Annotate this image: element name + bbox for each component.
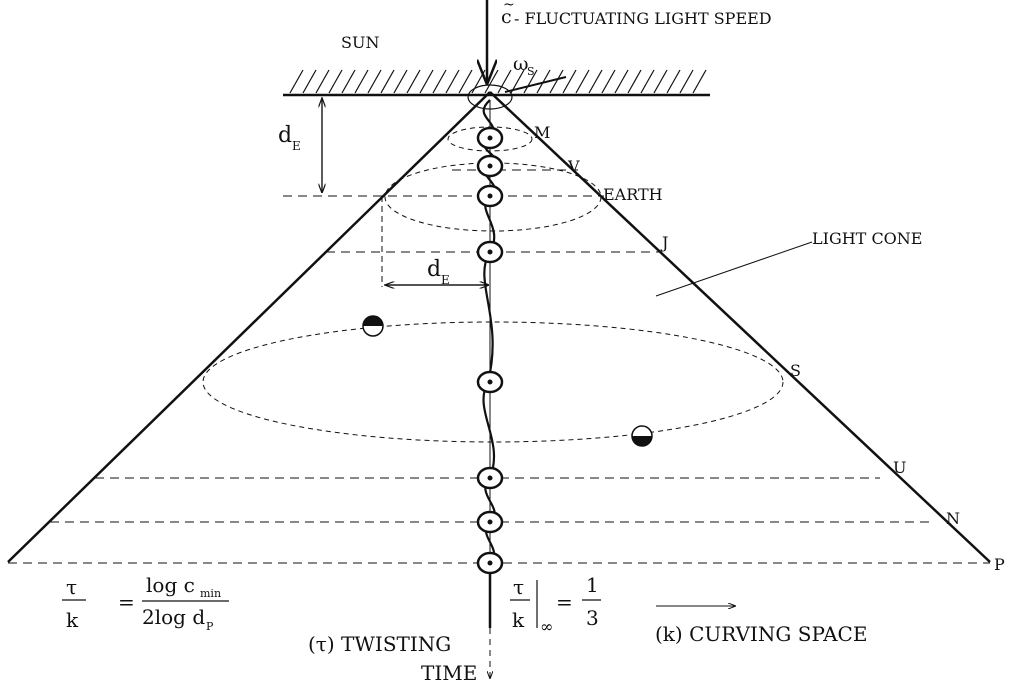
svg-text:ω: ω: [513, 53, 529, 75]
light-cone-pointer: [655, 241, 813, 297]
svg-text:=: =: [556, 590, 573, 614]
formula-right: τ k ∞ = 1 3: [510, 573, 601, 636]
omega-label: ω S: [513, 53, 535, 78]
sun-surface: [283, 69, 710, 97]
orbit-marker-dot-8: [487, 560, 493, 566]
svg-text:- FLUCTUATING LIGHT SPEED: - FLUCTUATING LIGHT SPEED: [514, 9, 772, 28]
distance-label-horizontal: d E: [427, 257, 450, 287]
light-speed-label: c ~ - FLUCTUATING LIGHT SPEED: [501, 0, 772, 28]
svg-text:E: E: [292, 139, 301, 153]
orbit-marker-dot-2: [487, 163, 493, 169]
light-cone-label: LIGHT CONE: [812, 229, 922, 248]
planet-label-n: N: [946, 509, 960, 528]
planet-label-v: V: [567, 157, 580, 176]
orbit-marker-dot-7: [487, 519, 493, 525]
orbit-marker-dot-4: [487, 249, 493, 255]
svg-text:=: =: [118, 590, 135, 614]
svg-text:2log d: 2log d: [142, 605, 205, 629]
svg-text:d: d: [427, 257, 441, 282]
orbit-marker-dot-5: [487, 379, 493, 385]
svg-text:S: S: [527, 65, 535, 78]
cone-right-side: [489, 91, 991, 563]
svg-text:τ: τ: [513, 575, 524, 599]
svg-text:3: 3: [586, 606, 599, 630]
svg-text:~: ~: [503, 0, 515, 13]
planet-label-earth: EARTH: [603, 185, 663, 204]
orbit-marker-dot-6: [487, 475, 493, 481]
svg-text:d: d: [278, 123, 292, 148]
sun-label: SUN: [341, 33, 379, 52]
orbit-marker-dot-1: [487, 135, 493, 141]
orbiting-body-left: [362, 315, 384, 337]
planet-label-m: M: [534, 123, 550, 142]
svg-text:c: c: [501, 6, 512, 28]
svg-text:1: 1: [586, 573, 599, 597]
twisting-label: (τ) TWISTING: [308, 632, 451, 656]
distance-label-vertical: d E: [278, 123, 301, 153]
planet-label-j: J: [660, 233, 668, 252]
curving-space-label: (k) CURVING SPACE: [655, 622, 867, 646]
svg-text:k: k: [66, 608, 79, 632]
distance-dimension-horizontal: [381, 196, 488, 287]
formula-left: τ k = log c min 2log d P: [62, 573, 229, 633]
planet-markers: [476, 126, 504, 575]
planet-label-s: S: [790, 361, 801, 380]
svg-text:k: k: [512, 608, 525, 632]
cone-left-side: [7, 91, 491, 563]
planet-label-u: U: [893, 458, 906, 477]
orbit-marker-dot-3: [487, 193, 493, 199]
orbiting-body-right: [631, 425, 653, 447]
svg-text:min: min: [200, 587, 221, 600]
planet-label-p: P: [994, 555, 1005, 574]
svg-text:P: P: [206, 620, 214, 633]
svg-text:E: E: [441, 273, 450, 287]
svg-text:∞: ∞: [540, 617, 553, 636]
svg-text:log c: log c: [146, 573, 195, 597]
time-label: TIME: [421, 661, 477, 683]
svg-text:τ: τ: [66, 575, 77, 599]
